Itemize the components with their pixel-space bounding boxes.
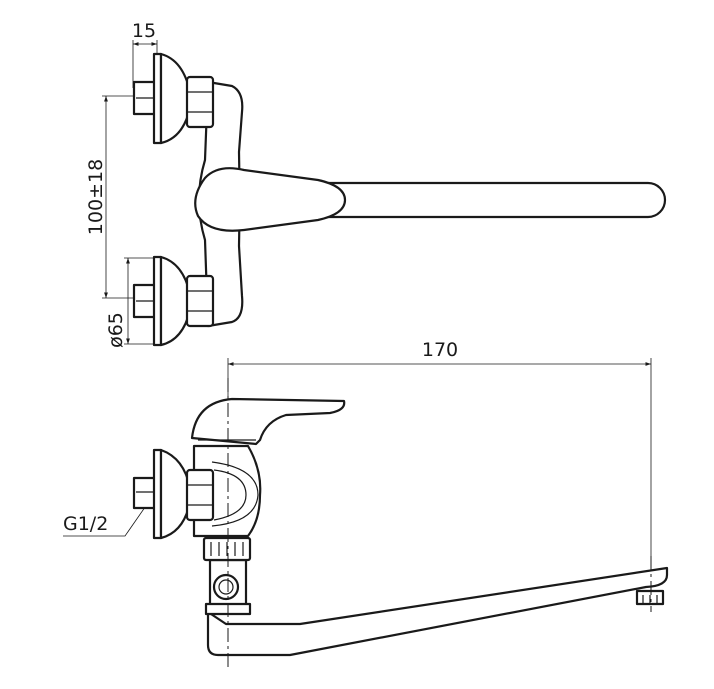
lever-handle-top — [194, 167, 347, 232]
spout-top — [238, 181, 667, 219]
upper-eccentric — [132, 52, 215, 145]
spout-side — [206, 566, 669, 657]
dim-label-flange-diameter: ø65 — [105, 312, 127, 348]
dim-center-distance: 100±18 — [85, 95, 136, 299]
side-view: 170 G1/2 — [63, 339, 669, 668]
dim-flange-diameter: ø65 — [105, 257, 158, 348]
dim-label-center-distance: 100±18 — [85, 159, 107, 235]
side-eccentric — [132, 448, 215, 540]
lever-handle-side — [190, 397, 346, 446]
dim-label-15: 15 — [132, 20, 156, 42]
top-view: 15 100±18 ø65 — [85, 20, 667, 348]
lower-eccentric — [132, 255, 215, 347]
dim-spout-reach: 170 — [227, 339, 652, 560]
dim-label-thread: G1/2 — [63, 513, 108, 535]
dim-thread: G1/2 — [63, 499, 151, 537]
collar-bolt — [212, 573, 240, 601]
dim-label-170: 170 — [422, 339, 458, 361]
dim-pipe-length: 15 — [132, 20, 158, 88]
